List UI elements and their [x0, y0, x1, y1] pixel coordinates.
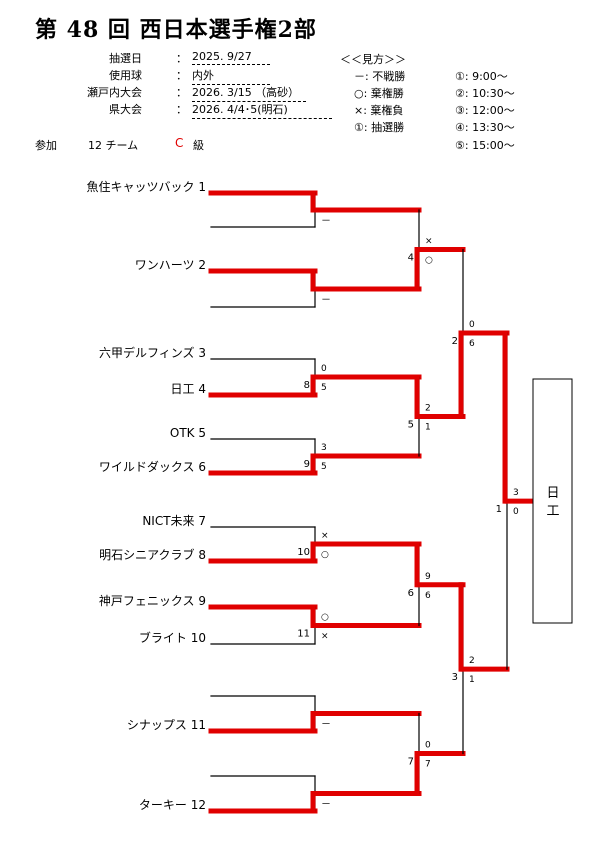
legend-time: ④: 13:30～ [455, 121, 515, 134]
legend-title: ＜＜見方＞＞ [340, 53, 406, 66]
score-top: 3 [321, 443, 327, 453]
score-top: 0 [321, 364, 327, 374]
team-label: NICT未来 7 [142, 514, 206, 528]
match-number: 10 [297, 547, 310, 558]
team-label: シナップス 11 [127, 718, 206, 732]
info-value-setouchi: 2026. 3/15 （高砂） [192, 84, 306, 102]
team-label: 神戸フェニックス 9 [99, 594, 206, 608]
score-bottom: 7 [425, 760, 431, 770]
score-bottom: ○ [425, 256, 433, 266]
score-bottom: × [321, 632, 329, 642]
match-number: 5 [408, 420, 414, 431]
score-top: 0 [425, 741, 431, 751]
legend-time: ③: 12:00～ [455, 104, 515, 117]
team-label: 六甲デルフィンズ 3 [99, 345, 206, 360]
class-label: 級 [193, 139, 204, 152]
score-top: 0 [469, 320, 475, 330]
legend-time: ①: 9:00～ [455, 70, 508, 83]
champion-name: 工 [546, 504, 559, 519]
team-label: ワイルドダックス 6 [99, 459, 206, 474]
match-number: 4 [408, 253, 414, 264]
score-top: 9 [425, 572, 431, 582]
score-bottom: 6 [469, 339, 475, 349]
info-label-ball: 使用球 [109, 69, 142, 82]
team-label: 魚住キャッツバック 1 [87, 180, 206, 194]
score-bottom: 6 [425, 591, 431, 601]
info-value-draw-date: 2025. 9/27 [192, 50, 270, 65]
champion-box [532, 378, 573, 624]
info-value-ball: 内外 [192, 67, 270, 85]
score-top: 2 [425, 404, 431, 414]
info-colon: ： [176, 69, 187, 82]
match-number: 8 [304, 380, 310, 391]
walkover-mark: － [321, 295, 331, 306]
legend-mark: ○: 棄権勝 [354, 87, 404, 100]
team-label: 日工 4 [171, 382, 206, 396]
match-number: 3 [452, 672, 458, 683]
info-label-draw-date: 抽選日 [109, 52, 142, 65]
info-label-setouchi: 瀬戸内大会 [87, 86, 142, 99]
score-top: × [425, 237, 433, 247]
walkover-mark: － [321, 800, 331, 811]
info-colon: ： [176, 86, 187, 99]
match-number: 6 [408, 588, 414, 599]
class-letter: C [175, 136, 184, 150]
match-number: 2 [452, 336, 458, 347]
match-number: 7 [408, 757, 414, 768]
legend-time: ②: 10:30～ [455, 87, 515, 100]
walkover-mark: － [321, 216, 331, 227]
legend-mark: ×: 棄権負 [354, 104, 404, 117]
team-label: ターキー 12 [139, 798, 206, 812]
score-bottom: 1 [425, 423, 431, 433]
score-top: ○ [321, 613, 329, 623]
team-label: OTK 5 [170, 426, 206, 440]
match-number: 11 [297, 629, 310, 640]
score-bottom: 1 [469, 675, 475, 685]
info-colon: ： [176, 103, 187, 116]
champion-name: 日 [546, 486, 559, 501]
page-title: 第 48 回 西日本選手権2部 [35, 17, 317, 43]
score-bottom: 5 [321, 462, 327, 472]
legend-time: ⑤: 15:00～ [455, 139, 515, 152]
score-top: 2 [469, 656, 475, 666]
match-number: 1 [496, 504, 502, 515]
participation-teams: 12 チーム [88, 139, 139, 152]
info-value-prefecture: 2026. 4/4･5(明石) [192, 101, 332, 119]
match-number: 9 [304, 459, 310, 470]
legend-mark: ①: 抽選勝 [354, 121, 405, 134]
score-bottom: ○ [321, 550, 329, 560]
team-label: ワンハーツ 2 [135, 258, 206, 272]
walkover-mark: － [321, 720, 331, 731]
score-top: 3 [513, 488, 519, 498]
score-bottom: 0 [513, 507, 519, 517]
score-bottom: 5 [321, 383, 327, 393]
team-label: 明石シニアクラブ 8 [99, 547, 206, 562]
info-label-prefecture: 県大会 [109, 103, 142, 116]
score-top: × [321, 531, 329, 541]
legend-mark: －: 不戦勝 [354, 70, 406, 83]
team-label: ブライト 10 [139, 630, 206, 645]
participation-label: 参加 [35, 139, 57, 152]
info-colon: ： [176, 52, 187, 65]
